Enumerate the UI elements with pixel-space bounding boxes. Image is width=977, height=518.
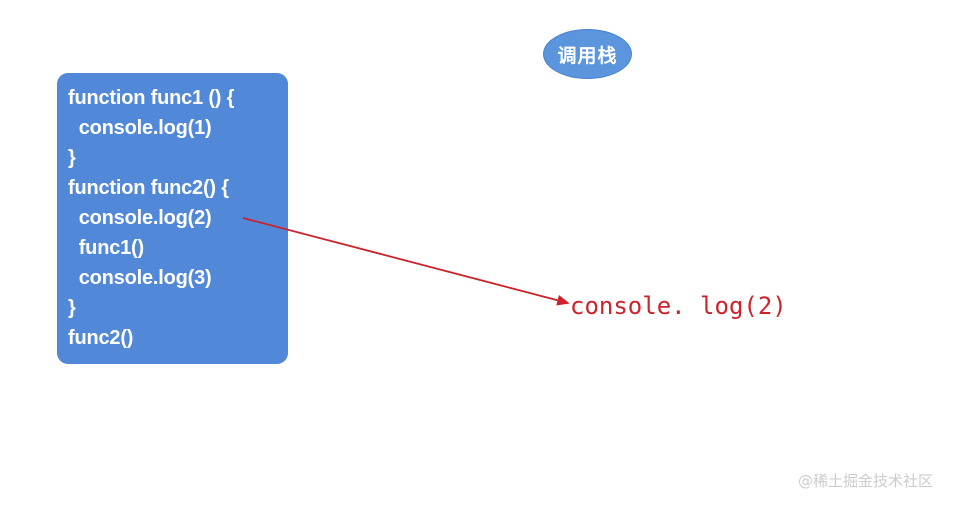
call-stack-badge: 调用栈 bbox=[543, 29, 632, 79]
code-line: console.log(3) bbox=[68, 267, 212, 289]
code-line: } bbox=[68, 147, 76, 169]
code-line: } bbox=[68, 297, 76, 319]
code-line: function func1 () { bbox=[68, 87, 235, 109]
code-line: function func2() { bbox=[68, 177, 229, 199]
code-line: func2() bbox=[68, 327, 134, 349]
annotation-label: console. log(2) bbox=[570, 292, 787, 320]
code-block: function func1 () { console.log(1) } fun… bbox=[57, 73, 288, 364]
code-line: func1() bbox=[68, 237, 144, 259]
watermark: @稀土掘金技术社区 bbox=[798, 472, 934, 490]
arrow-line bbox=[242, 217, 570, 306]
call-stack-badge-label: 调用栈 bbox=[557, 44, 618, 67]
code-line: console.log(1) bbox=[68, 117, 212, 139]
code-line: console.log(2) bbox=[68, 207, 212, 229]
